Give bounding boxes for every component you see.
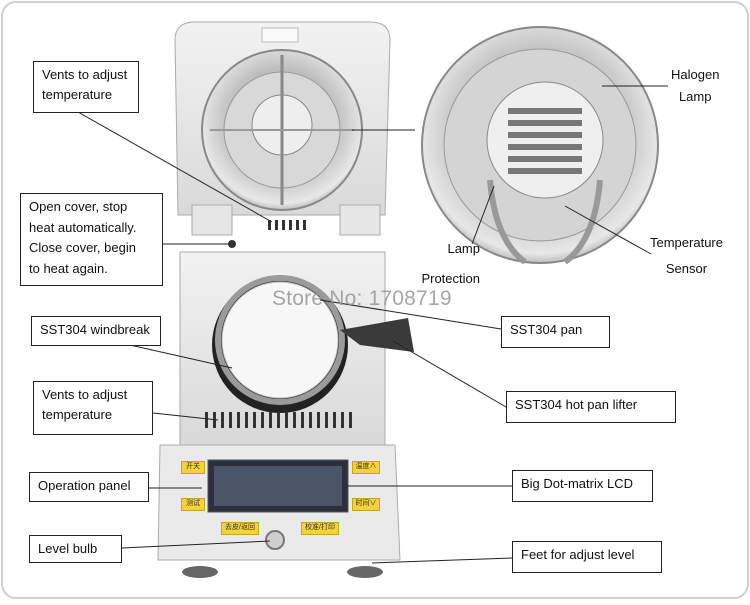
label-level-bulb: Level bulb xyxy=(29,535,122,563)
hinge-left xyxy=(191,204,233,236)
panel-button-test: 测试 xyxy=(181,498,205,511)
label-open-cover: Open cover, stop heat automatically. Clo… xyxy=(20,193,163,286)
label-lamp-protection: Lamp Protection xyxy=(421,241,480,286)
lid-vents xyxy=(268,220,306,230)
label-operation-panel: Operation panel xyxy=(29,472,149,502)
panel-button-power: 开关 xyxy=(181,461,205,474)
panel-button-calibrate-print: 校准/打印 xyxy=(301,522,339,535)
label-temperature-sensor: Temperature Sensor xyxy=(650,235,723,276)
panel-button-time-down: 时间∨ xyxy=(352,498,380,511)
label-feet: Feet for adjust level xyxy=(512,541,662,573)
panel-button-tare-return: 去皮/返回 xyxy=(221,522,259,535)
label-hot-pan-lifter: SST304 hot pan lifter xyxy=(506,391,676,423)
lamp-closeup xyxy=(421,26,659,265)
foot-right xyxy=(347,566,383,578)
hinge-right xyxy=(339,204,381,236)
label-vents-bottom: Vents to adjust temperature xyxy=(33,381,153,435)
pointer-lines xyxy=(77,85,668,564)
label-halogen-lamp: Halogen Lamp xyxy=(671,67,720,104)
cover-switch xyxy=(228,240,236,248)
halogen-grill xyxy=(508,108,582,174)
store-watermark: Store No: 1708719 xyxy=(272,287,452,310)
label-windbreak: SST304 windbreak xyxy=(31,316,161,346)
panel-button-temp-up: 温度∧ xyxy=(352,461,380,474)
device-lid xyxy=(174,21,391,248)
label-vents-top: Vents to adjust temperature xyxy=(33,61,139,113)
foot-left xyxy=(182,566,218,578)
device-base xyxy=(157,251,414,578)
pan-lifter xyxy=(340,318,414,352)
label-pan: SST304 pan xyxy=(501,316,610,348)
level-bulb xyxy=(265,530,285,550)
label-lcd: Big Dot-matrix LCD xyxy=(512,470,653,502)
